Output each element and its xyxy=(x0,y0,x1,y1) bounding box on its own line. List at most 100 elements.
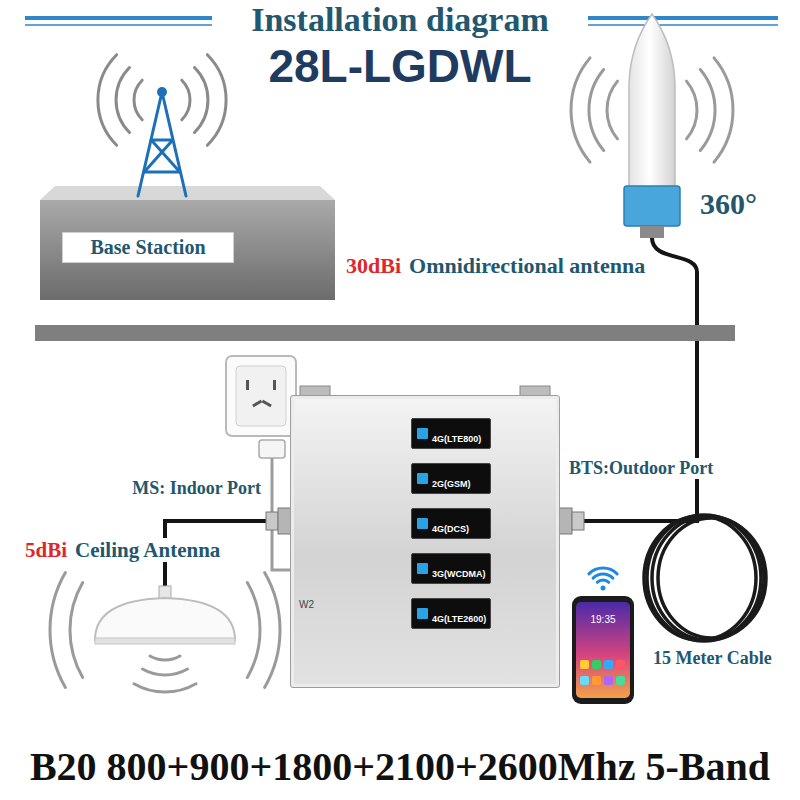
power-outlet xyxy=(252,400,262,408)
band-icon xyxy=(417,473,428,484)
wifi-icon xyxy=(597,580,608,582)
phone xyxy=(592,660,601,669)
base-station xyxy=(138,92,162,196)
phone xyxy=(572,596,634,704)
title-rule xyxy=(588,24,778,26)
base-station xyxy=(138,92,186,196)
phone-clock: 19:35 xyxy=(590,614,615,626)
rf-port xyxy=(266,512,278,530)
phone xyxy=(616,676,625,685)
wifi-icon xyxy=(589,568,617,590)
omni-antenna-drawing xyxy=(700,70,715,151)
model-mark: W2 xyxy=(299,599,314,611)
ground-line xyxy=(35,325,735,341)
diagram-caption: B20 800+900+1800+2100+2600Mhz 5-Band xyxy=(30,744,770,790)
ceiling-antenna-drawing xyxy=(50,534,280,692)
port-label-holder: MS: Indoor Port xyxy=(129,478,264,499)
power-outlet xyxy=(246,380,249,390)
band-name: 3G(WCDMA) xyxy=(432,569,486,579)
base-station xyxy=(195,68,208,133)
power-outlet xyxy=(262,400,272,408)
omni-antenna-drawing xyxy=(607,81,618,139)
cable-label-holder: 15 Meter Cable xyxy=(650,648,775,669)
phone-clock-holder: 19:35 xyxy=(590,609,615,627)
model-mark-holder: W2 xyxy=(299,594,314,612)
antenna-name: Ceiling Antenna xyxy=(72,538,223,562)
base-station xyxy=(98,55,117,146)
base-station xyxy=(40,186,335,200)
band-name: 4G(DCS) xyxy=(432,524,469,534)
antenna-gain: 5dBi xyxy=(22,538,70,562)
coverage-angle-holder: 360° xyxy=(700,187,757,222)
phone xyxy=(580,676,589,685)
ceiling-antenna-drawing xyxy=(143,669,188,675)
port-label: BTS:Outdoor Port xyxy=(566,458,716,479)
power-outlet xyxy=(236,366,286,426)
band-icon xyxy=(417,428,428,439)
omni-antenna: 360° 30dBiOmnidirectional antenna xyxy=(335,105,785,289)
station-label-box: Base Staction xyxy=(62,232,234,263)
base-station xyxy=(144,171,180,174)
station-name-holder: Base Staction xyxy=(91,236,206,259)
cable-coil xyxy=(644,515,766,641)
rf-port xyxy=(572,512,584,530)
phone xyxy=(576,602,630,698)
coverage-angle: 360° xyxy=(700,187,757,222)
cable-coil xyxy=(647,515,761,641)
omni-antenna-drawing xyxy=(652,238,697,289)
diagram-title: Installation diagram xyxy=(251,0,549,39)
rf-port xyxy=(559,508,572,534)
antenna-name-holder: Omnidirectional antenna xyxy=(406,253,648,278)
band-display: 2G(GSM) xyxy=(411,463,491,494)
wifi-icon xyxy=(601,586,606,591)
omni-antenna-drawing xyxy=(624,186,680,226)
antenna-gain: 30dBi xyxy=(343,253,404,278)
coax-cable xyxy=(560,289,697,521)
band-icon xyxy=(417,608,428,619)
base-station xyxy=(157,87,167,97)
band-name-holder: 4G(LTE2600) xyxy=(432,608,486,626)
power-outlet xyxy=(273,380,276,390)
antenna-name: Omnidirectional antenna xyxy=(406,253,648,278)
ceiling-antenna-drawing xyxy=(95,638,235,644)
omni-antenna-drawing xyxy=(714,58,733,162)
ceiling-antenna: 5dBiCeiling Antenna xyxy=(18,536,268,650)
band-name: 4G(LTE2600) xyxy=(432,614,486,624)
phone xyxy=(580,660,589,669)
omni-antenna-drawing xyxy=(589,70,604,151)
band-icon xyxy=(417,563,428,574)
diagram-caption-holder: B20 800+900+1800+2100+2600Mhz 5-Band xyxy=(30,744,770,790)
band-name-holder: 3G(WCDMA) xyxy=(432,563,486,581)
ground-line xyxy=(35,325,735,341)
title-rule xyxy=(25,24,212,26)
power-outlet xyxy=(226,356,296,458)
model-number-holder: 28L-LGDWL xyxy=(268,40,531,93)
antenna-name-holder: Ceiling Antenna xyxy=(72,538,223,562)
band-name-holder: 4G(DCS) xyxy=(432,518,469,536)
omni-antenna-drawing xyxy=(687,81,698,139)
ceiling-antenna-drawing xyxy=(70,583,83,678)
phone xyxy=(604,676,613,685)
phone xyxy=(616,660,625,669)
power-outlet xyxy=(259,440,285,458)
port-label-holder: BTS:Outdoor Port xyxy=(566,458,716,479)
title-rule xyxy=(588,16,778,20)
omni-antenna-drawing xyxy=(571,14,733,289)
wifi-icon xyxy=(589,568,617,574)
base-station xyxy=(182,80,190,120)
band-display: 3G(WCDMA) xyxy=(411,553,491,584)
base-station xyxy=(116,68,129,133)
power-outlet xyxy=(226,356,296,436)
band-display: 4G(LTE2600) xyxy=(411,598,491,629)
omni-antenna-drawing xyxy=(571,58,590,162)
title-rule xyxy=(25,16,212,20)
ceiling-antenna-drawing xyxy=(134,684,196,692)
antenna-gain-holder: 5dBi xyxy=(22,538,70,562)
ceiling-antenna-drawing xyxy=(95,598,235,640)
antenna-gain-holder: 30dBi xyxy=(343,253,404,278)
booster-unit: W2 4G(LTE800) 2G(GSM) 4G(DCS) 3G(WCDMA) 4G(LT… xyxy=(290,395,560,688)
band-display: 4G(LTE800) xyxy=(411,418,491,449)
band-name-holder: 2G(GSM) xyxy=(432,473,471,491)
phone xyxy=(604,660,613,669)
